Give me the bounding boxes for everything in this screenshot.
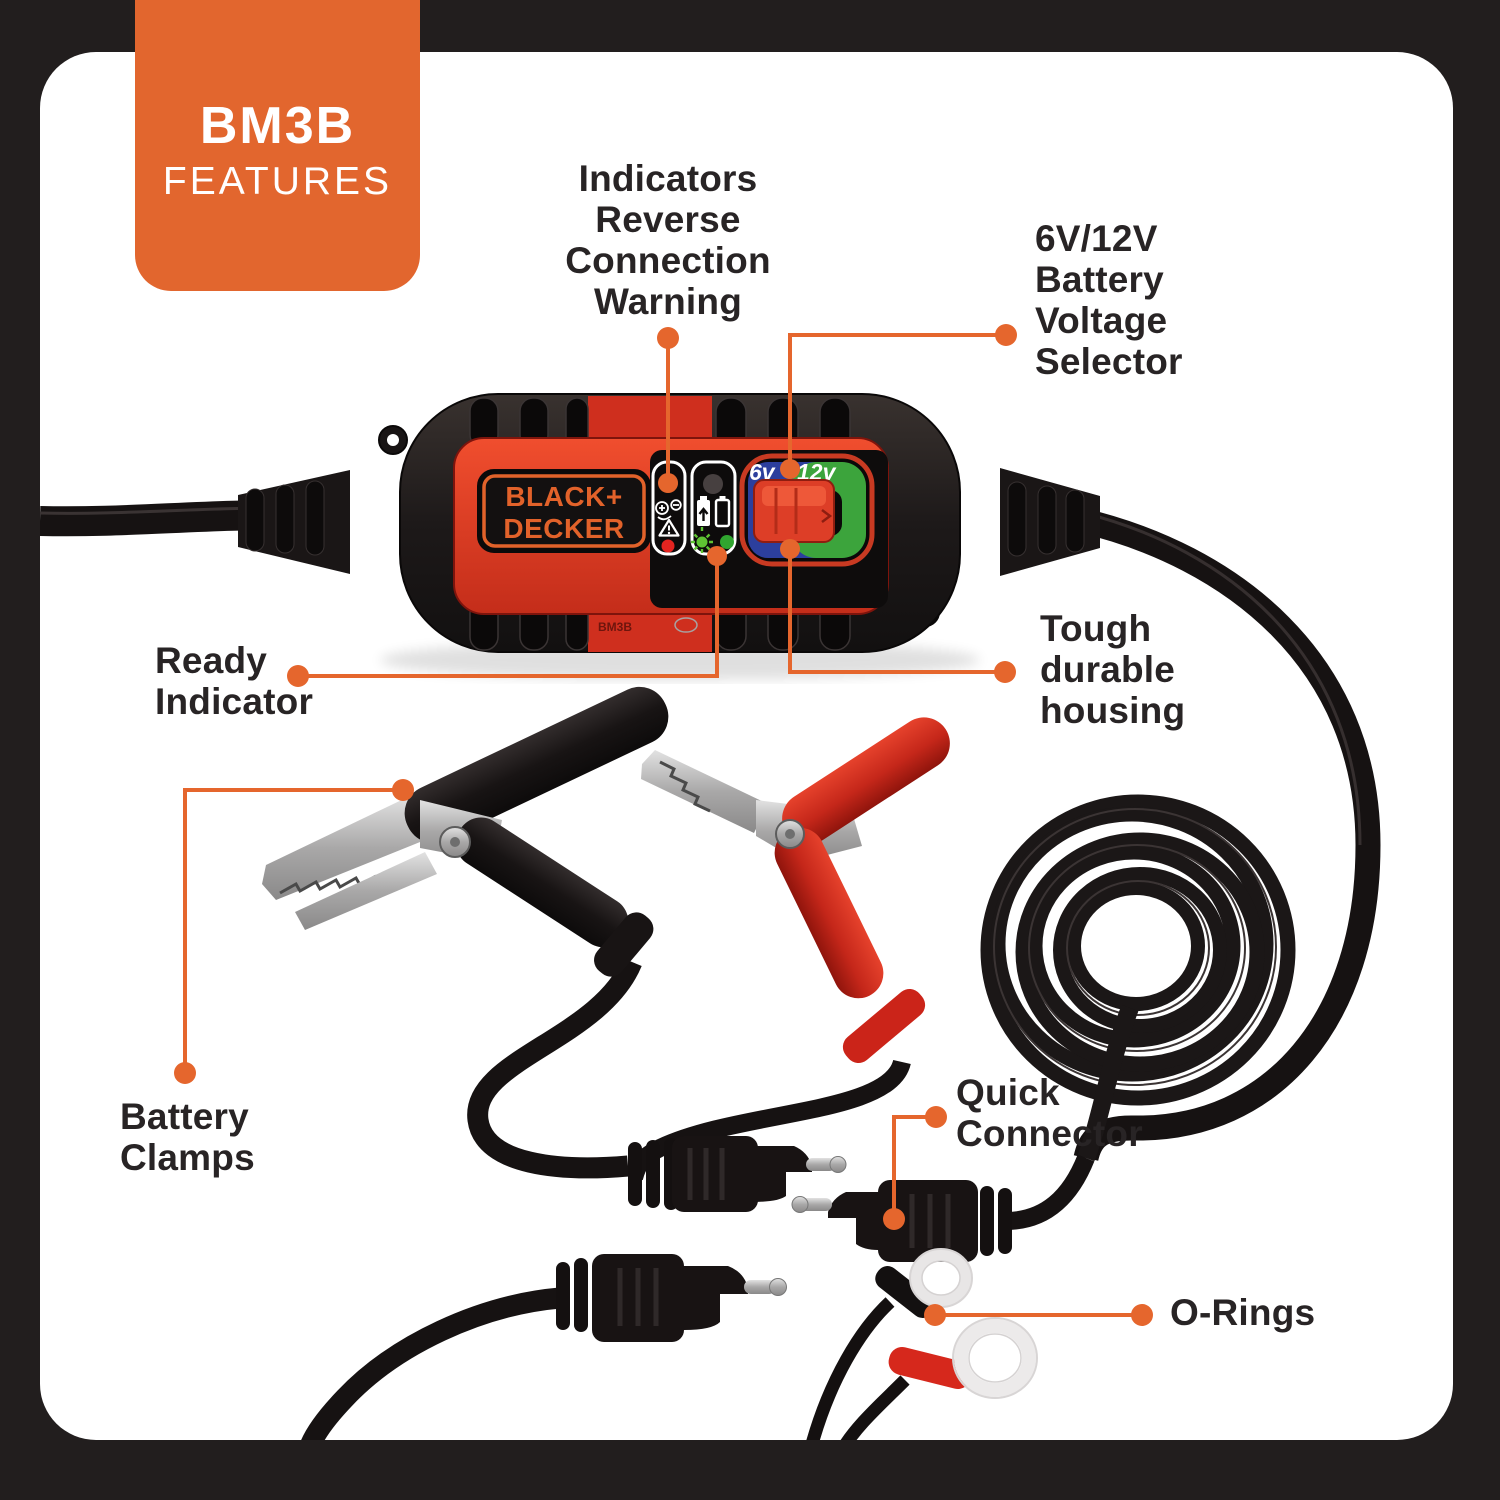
model-small-text: BM3B	[598, 620, 632, 634]
accessory-cable	[300, 1287, 561, 1440]
selector-switch-knob	[753, 479, 835, 543]
callout-line-quick-connector	[892, 1115, 927, 1210]
green-led-icon	[720, 535, 734, 549]
callout-dot	[392, 779, 414, 801]
callout-dot	[1131, 1304, 1153, 1326]
callout-dot	[924, 1304, 946, 1326]
callout-dot	[707, 546, 727, 566]
red-battery-clamp	[625, 717, 950, 1181]
brand-line2: DECKER	[503, 513, 624, 544]
battery-charger-device: BLACK+ DECKER	[238, 393, 1100, 680]
warning-triangle-icon	[658, 518, 680, 537]
black-clamp-jaw	[262, 796, 430, 900]
label-indicators-reverse-connection-warning: Indicators Reverse Connection Warning	[565, 158, 771, 322]
label-ready-indicator: Ready Indicator	[155, 640, 314, 722]
strain-relief-left	[238, 470, 350, 574]
badge-subtitle: FEATURES	[162, 160, 393, 203]
strain-relief-right	[1000, 468, 1100, 576]
black-clamp-lower-jaw	[295, 852, 437, 930]
charge-status-panel	[690, 460, 737, 556]
callout-dot	[925, 1106, 947, 1128]
red-clamp-cable	[625, 1058, 911, 1181]
connector-pin-tip	[791, 1196, 809, 1213]
badge-model: BM3B	[199, 97, 356, 155]
callout-line-durable-housing	[788, 551, 996, 674]
callout-dot	[287, 665, 309, 687]
red-ring-terminal	[888, 1317, 1038, 1399]
certification-mark-icon	[674, 617, 698, 633]
callout-dot	[657, 327, 679, 349]
status-led-off-icon	[703, 474, 723, 494]
connector-pin	[800, 1198, 832, 1211]
accessory-connector	[300, 1254, 787, 1440]
label-voltage-selector: 6V/12V Battery Voltage Selector	[1035, 218, 1183, 382]
callout-dot	[780, 459, 800, 479]
callout-dot	[174, 1062, 196, 1084]
connector-pin	[744, 1280, 776, 1294]
brand-line1: BLACK+	[505, 481, 622, 512]
charging-battery-icon	[697, 496, 710, 526]
black-ring-terminal	[875, 1248, 973, 1318]
label-quick-connector: Quick Connector	[956, 1072, 1143, 1154]
connector-pin	[806, 1158, 836, 1171]
red-led-icon	[661, 539, 675, 553]
coiled-cable	[980, 794, 1296, 1162]
callout-dot	[658, 473, 678, 493]
voltage-selector: 6v 12v	[739, 453, 875, 567]
callout-dot	[995, 324, 1017, 346]
callout-dot	[994, 661, 1016, 683]
callout-dot	[780, 539, 800, 559]
battery-outline-icon	[714, 496, 731, 528]
brand-logo: BLACK+ DECKER	[477, 469, 651, 553]
callout-line-battery-clamps	[183, 788, 394, 1064]
clamp-cable-connector	[628, 1136, 847, 1212]
connector-pin-tip	[829, 1156, 847, 1173]
mounting-tab-left	[378, 425, 408, 455]
callout-dot	[883, 1208, 905, 1230]
output-cable-right	[1073, 507, 1381, 1162]
black-clamp-cable	[467, 957, 642, 1179]
label-durable-housing: Tough durable housing	[1040, 608, 1186, 731]
connector-pin-tip	[769, 1278, 787, 1296]
callout-line-voltage-selector	[788, 333, 997, 466]
o-ring-terminals	[805, 1248, 1038, 1440]
callout-line-ready-indicator	[308, 558, 719, 678]
black-battery-clamp	[262, 686, 669, 1179]
reverse-connection-icon	[655, 499, 682, 521]
label-battery-clamps: Battery Clamps	[120, 1096, 255, 1178]
label-o-rings: O-Rings	[1170, 1292, 1316, 1333]
model-features-badge: BM3B FEATURES	[135, 0, 420, 291]
quick-connector-plug	[791, 1154, 1095, 1262]
charged-sun-icon	[691, 527, 713, 553]
